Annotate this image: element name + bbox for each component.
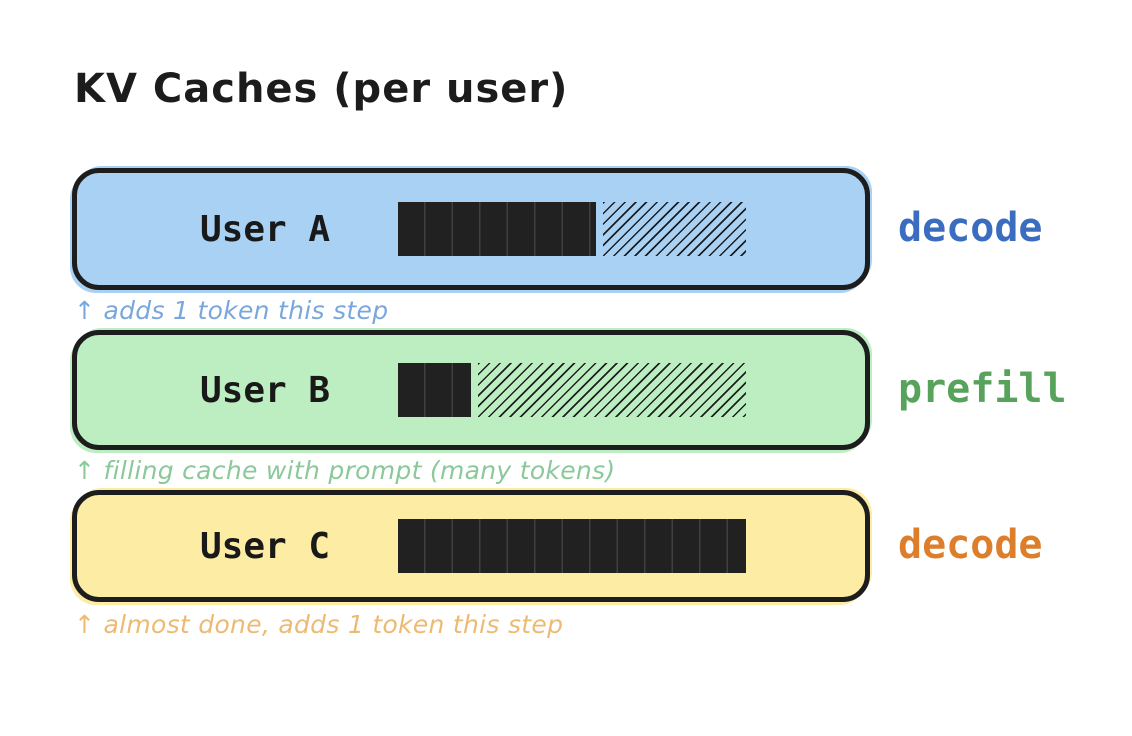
bar-filled-segment <box>398 202 597 256</box>
bar-hatched-segment <box>478 363 746 417</box>
user-label: User B <box>200 369 331 411</box>
page-title: KV Caches (per user) <box>74 66 569 112</box>
phase-label: prefill <box>898 366 1067 412</box>
user-label: User A <box>200 208 331 250</box>
kv-cache-row-user-c: User C decode ↑ almost done, adds 1 toke… <box>72 490 1043 639</box>
user-label: User C <box>200 525 331 567</box>
row-caption: ↑ filling cache with prompt (many tokens… <box>74 456 616 485</box>
token-usage-bar <box>398 363 746 417</box>
phase-label: decode <box>898 522 1043 568</box>
bar-filled-segment <box>398 363 472 417</box>
kv-cache-card-user-c: User C <box>72 490 870 602</box>
token-usage-bar <box>398 202 746 256</box>
kv-cache-card-user-a: User A <box>72 168 870 290</box>
phase-label: decode <box>898 205 1043 251</box>
row-caption: ↑ adds 1 token this step <box>74 296 389 325</box>
token-usage-bar <box>398 519 746 573</box>
kv-cache-row-user-b: User B prefill ↑ filling cache with prom… <box>72 330 1067 485</box>
row-caption: ↑ almost done, adds 1 token this step <box>74 610 564 639</box>
bar-filled-segment <box>398 519 746 573</box>
bar-hatched-segment <box>603 202 746 256</box>
kv-cache-card-user-b: User B <box>72 330 870 450</box>
kv-cache-row-user-a: User A decode ↑ adds 1 token this step <box>72 168 1043 325</box>
